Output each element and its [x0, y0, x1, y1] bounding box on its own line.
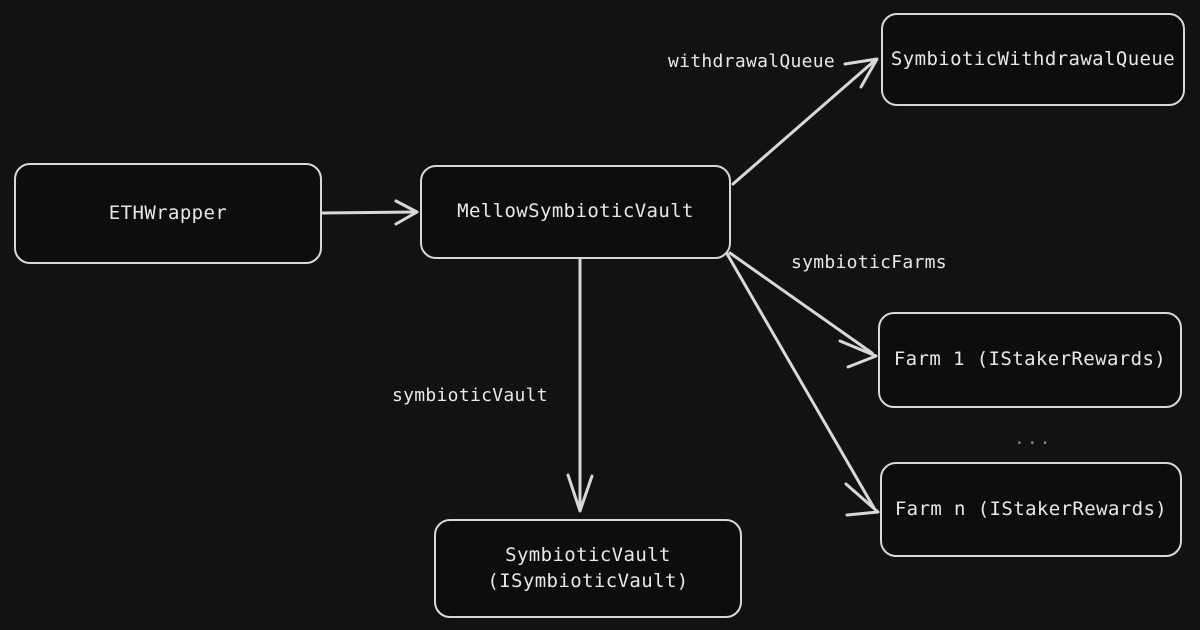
edge-label-symbiotic-farms: symbioticFarms	[791, 252, 947, 273]
edge-vault-to-farm-n	[724, 250, 880, 517]
node-farm-1[interactable]: Farm 1 (IStakerRewards)	[878, 312, 1182, 408]
edge-vault-to-withdrawal-queue	[731, 57, 879, 186]
node-eth-wrapper[interactable]: ETHWrapper	[14, 163, 322, 264]
node-symbiotic-vault[interactable]: SymbioticVault (ISymbioticVault)	[434, 519, 742, 618]
edge-ethwrapper-to-vault	[320, 199, 419, 226]
node-farm-n[interactable]: Farm n (IStakerRewards)	[880, 462, 1182, 557]
edge-label-symbiotic-vault: symbioticVault	[392, 385, 548, 406]
node-symbiotic-withdrawal-queue[interactable]: SymbioticWithdrawalQueue	[881, 13, 1185, 106]
edge-vault-to-symbiotic-vault	[566, 258, 594, 513]
farms-ellipsis: ...	[1014, 428, 1053, 449]
edge-label-withdrawal-queue: withdrawalQueue	[668, 51, 836, 72]
node-mellow-symbiotic-vault[interactable]: MellowSymbioticVault	[420, 165, 731, 259]
